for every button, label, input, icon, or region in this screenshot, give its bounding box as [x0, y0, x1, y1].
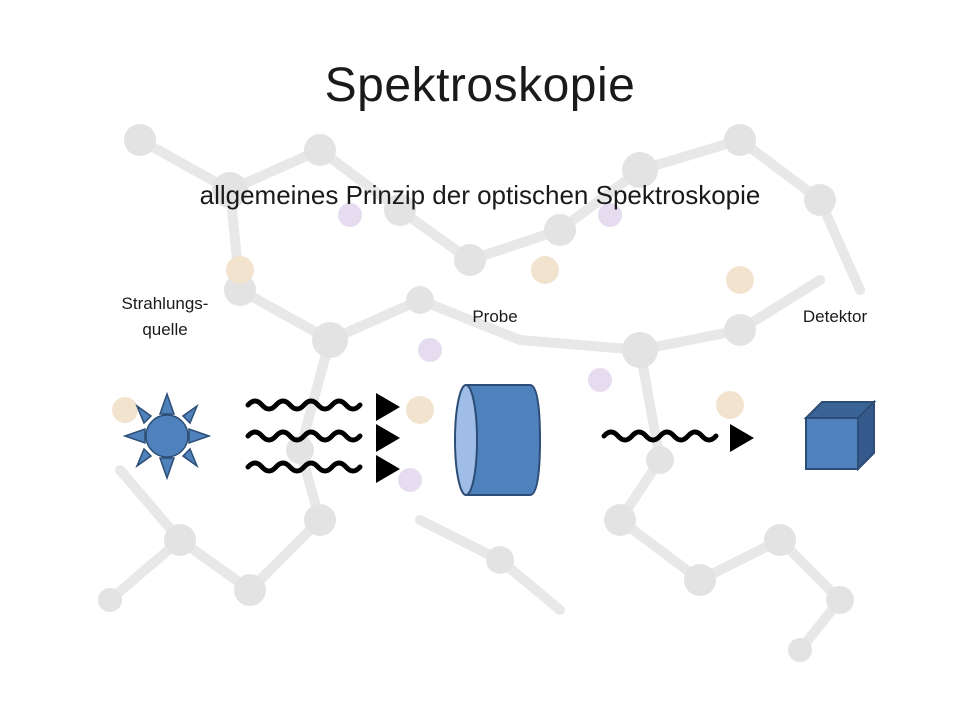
transmitted-radiation-arrow [601, 424, 754, 452]
wave-arrow-2 [245, 424, 400, 452]
slide-title: Spektroskopie [324, 59, 636, 112]
wave-arrow-3 [245, 455, 400, 483]
detector-label: Detektor [802, 307, 868, 326]
detector-cube-icon [803, 399, 877, 472]
radiation-source-label-line1: Strahlungs- [121, 294, 209, 313]
radiation-source-label: Strahlungs- quelle [90, 291, 240, 343]
sample-label: Probe [472, 307, 518, 326]
incident-radiation-arrows [245, 393, 400, 483]
sun-icon [122, 391, 212, 481]
sample-cylinder-icon [454, 384, 542, 496]
wave-arrow-1 [245, 393, 400, 421]
radiation-source-label-line2: quelle [142, 320, 188, 339]
slide-subtitle: allgemeines Prinzip der optischen Spektr… [199, 180, 761, 210]
